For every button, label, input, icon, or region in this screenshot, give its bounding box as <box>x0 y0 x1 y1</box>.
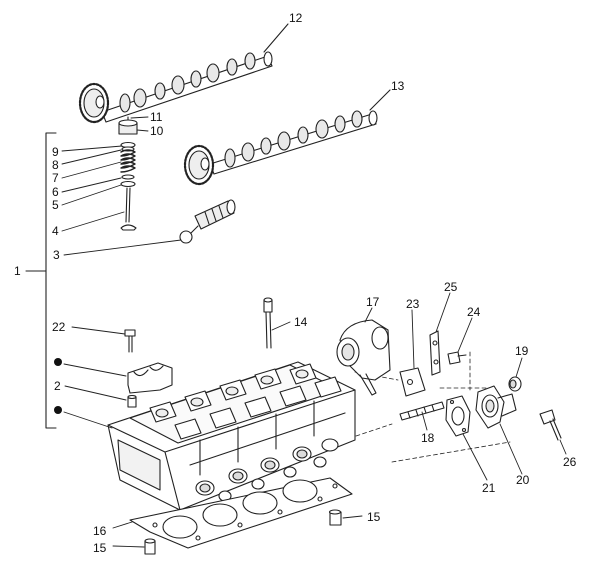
head-gasket <box>129 477 353 549</box>
label-1: 1 <box>14 264 21 278</box>
leader-14 <box>271 321 291 331</box>
label-26: 26 <box>563 455 577 469</box>
leader-13 <box>369 89 391 111</box>
bearing-cap <box>127 362 173 394</box>
label-2: 2 <box>54 379 61 393</box>
bullet-marker-1 <box>54 358 62 366</box>
gasket-21 <box>445 395 471 437</box>
label-3: 3 <box>53 248 60 262</box>
leader-21 <box>462 433 488 481</box>
label-20: 20 <box>516 473 530 487</box>
bolt-22 <box>124 329 136 353</box>
label-21: 21 <box>482 481 496 495</box>
bolt-14 <box>263 297 273 349</box>
valve-leaders <box>61 116 149 232</box>
leader-dot-2 <box>63 411 113 429</box>
label-17: 17 <box>366 295 380 309</box>
dowel-2 <box>127 394 137 408</box>
camshaft-lower <box>183 110 378 186</box>
leader-15b <box>342 515 363 519</box>
label-15b: 15 <box>367 510 381 524</box>
plate-23 <box>399 367 426 397</box>
rocker-lifter <box>179 199 236 244</box>
valve-assembly <box>118 116 138 231</box>
pump-housing-17 <box>336 319 391 396</box>
leader-19 <box>515 357 523 378</box>
leader-24 <box>457 317 473 353</box>
label-19: 19 <box>515 344 529 358</box>
cylinder-head <box>107 361 356 511</box>
label-8: 8 <box>52 158 59 172</box>
leader-dot-1 <box>63 363 127 377</box>
label-16: 16 <box>93 524 107 538</box>
label-13: 13 <box>391 79 405 93</box>
leader-20 <box>499 423 523 475</box>
label-12: 12 <box>289 11 303 25</box>
leader-16 <box>112 521 133 529</box>
label-24: 24 <box>467 305 481 319</box>
group-bracket <box>45 132 57 429</box>
label-18: 18 <box>421 431 435 445</box>
stud-18 <box>399 401 445 421</box>
housing-20 <box>475 385 517 429</box>
label-14: 14 <box>294 315 308 329</box>
label-7: 7 <box>52 171 59 185</box>
dowel-15b <box>328 509 342 526</box>
dowel-15a <box>144 538 156 555</box>
label-22: 22 <box>52 320 66 334</box>
bolt-24 <box>447 351 467 365</box>
leader-26 <box>559 439 567 455</box>
bullet-marker-2 <box>54 406 62 414</box>
bracket-25 <box>429 330 441 376</box>
leader-3 <box>63 239 182 256</box>
label-11: 11 <box>150 110 163 124</box>
label-6: 6 <box>52 185 59 199</box>
label-10: 10 <box>150 124 164 138</box>
label-23: 23 <box>406 297 420 311</box>
leader-12 <box>263 23 289 53</box>
leader-2 <box>64 385 127 401</box>
label-25: 25 <box>444 280 458 294</box>
label-9: 9 <box>52 145 59 159</box>
label-5: 5 <box>52 198 59 212</box>
leader-22 <box>71 326 126 335</box>
cap-19 <box>508 376 522 392</box>
label-4: 4 <box>52 224 59 238</box>
label-15a: 15 <box>93 541 107 555</box>
leader-23 <box>411 309 415 369</box>
leader-17 <box>364 307 373 323</box>
leader-25 <box>435 292 451 333</box>
leader-18 <box>421 411 428 431</box>
camshaft-upper <box>78 51 273 124</box>
bolt-26 <box>539 409 562 441</box>
leader-15a <box>112 545 145 548</box>
